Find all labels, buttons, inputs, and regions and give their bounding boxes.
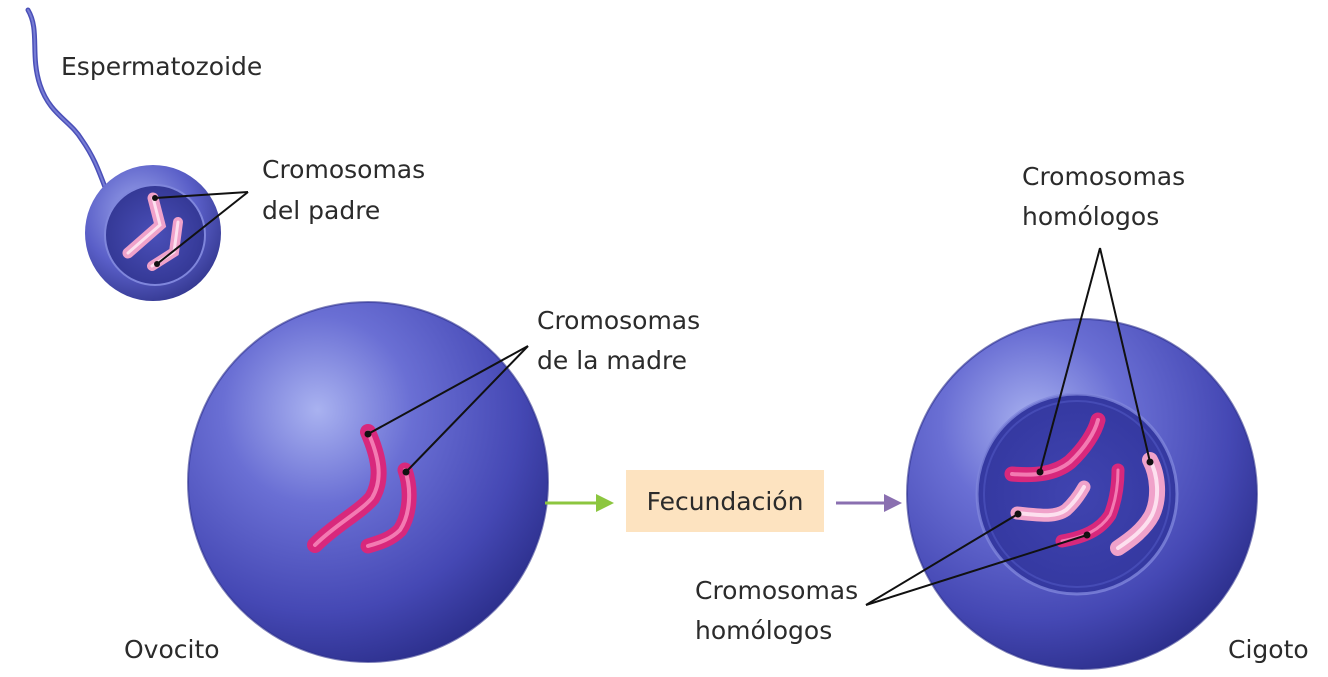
mother-chromosomes-label-line2: de la madre bbox=[537, 346, 687, 375]
sperm-label: Espermatozoide bbox=[61, 52, 262, 81]
ovocyte-cell bbox=[188, 302, 548, 662]
zygote-cell bbox=[907, 319, 1257, 669]
homologous-bottom-label-line2: homólogos bbox=[695, 616, 832, 645]
mother-chromosomes-label-line1: Cromosomas bbox=[537, 306, 700, 335]
sperm-tail bbox=[28, 10, 110, 200]
homologous-top-label-line2: homólogos bbox=[1022, 202, 1159, 231]
father-chromosomes-label-line2: del padre bbox=[262, 196, 380, 225]
zygote-label: Cigoto bbox=[1228, 635, 1309, 664]
ovocyte-label: Ovocito bbox=[124, 635, 220, 664]
homologous-bottom-label-line1: Cromosomas bbox=[695, 576, 858, 605]
father-chromosomes-label-line1: Cromosomas bbox=[262, 155, 425, 184]
arrow-to-fertilization bbox=[545, 494, 614, 512]
fertilization-label: Fecundación bbox=[647, 487, 804, 516]
arrow-to-zygote bbox=[836, 494, 902, 512]
fertilization-box: Fecundación bbox=[626, 470, 824, 532]
homologous-top-label-line1: Cromosomas bbox=[1022, 162, 1185, 191]
